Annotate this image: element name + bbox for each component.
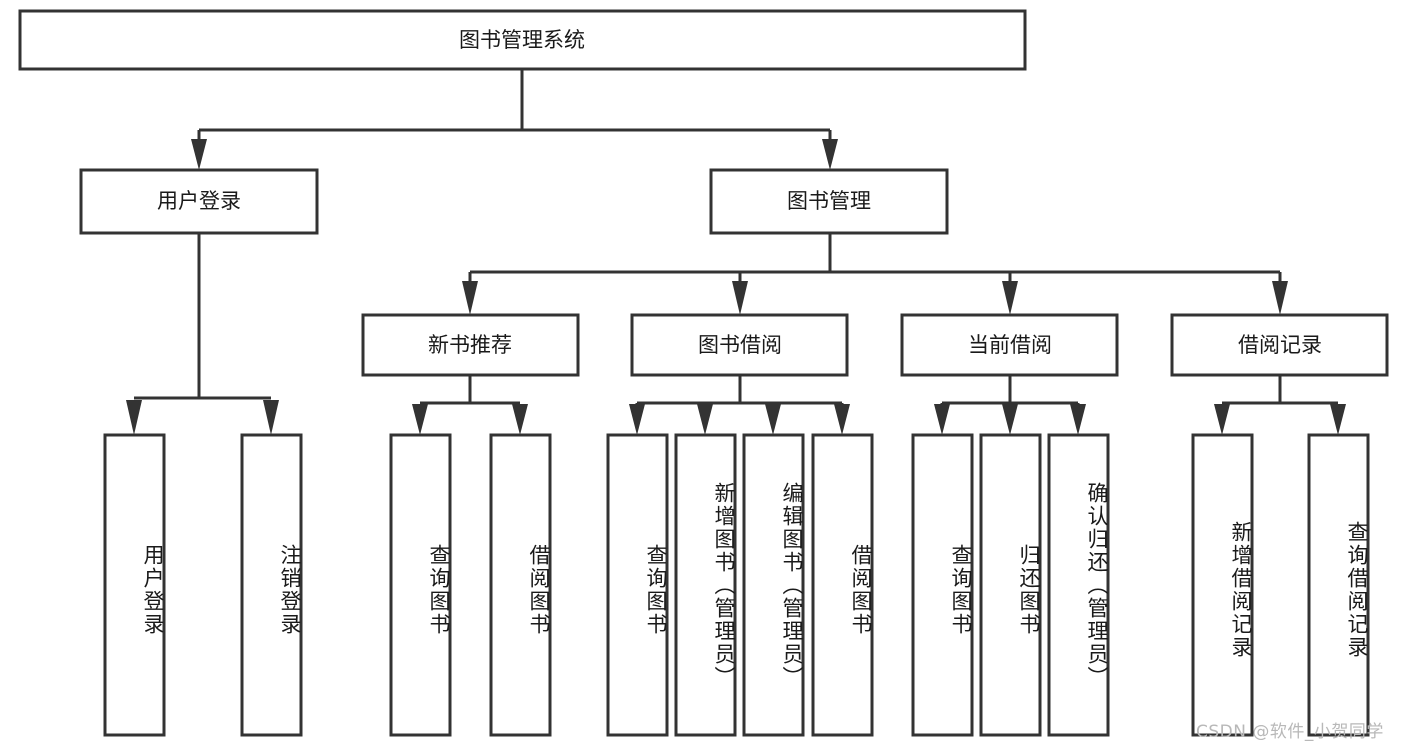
connector-current-borrow-to-leaves bbox=[934, 375, 1086, 435]
connector-root-to-level2 bbox=[191, 69, 838, 170]
arrow-head-icon bbox=[1214, 404, 1230, 435]
leaf-box[interactable] bbox=[911, 433, 974, 737]
leaf-box[interactable] bbox=[674, 433, 737, 737]
connector-book-mgmt-to-level3 bbox=[462, 233, 1288, 315]
arrow-head-icon bbox=[1002, 404, 1018, 435]
leaf-boxes-borrow-record bbox=[1191, 433, 1370, 737]
leaf-boxes-current-borrow bbox=[911, 433, 1110, 737]
connector-user-login-to-leaves bbox=[126, 233, 279, 435]
leaf-box[interactable] bbox=[240, 433, 303, 737]
node-root-label: 图书管理系统 bbox=[459, 28, 585, 52]
leaf-boxes-user-login bbox=[103, 433, 303, 737]
leaf-box[interactable] bbox=[742, 433, 805, 737]
leaf-box[interactable] bbox=[606, 433, 669, 737]
arrow-head-icon bbox=[834, 404, 850, 435]
arrow-head-icon bbox=[512, 404, 528, 435]
leaf-box[interactable] bbox=[103, 433, 166, 737]
arrow-head-icon bbox=[1330, 404, 1346, 435]
node-new-book-recommend-label: 新书推荐 bbox=[428, 333, 512, 357]
connector-borrow-record-to-leaves bbox=[1214, 375, 1346, 435]
arrow-head-icon bbox=[765, 404, 781, 435]
node-book-borrow-label: 图书借阅 bbox=[698, 333, 782, 357]
leaf-box[interactable] bbox=[489, 433, 552, 737]
node-user-login-label: 用户登录 bbox=[157, 189, 241, 213]
leaf-box[interactable] bbox=[1047, 433, 1110, 737]
node-borrow-record[interactable]: 借阅记录 bbox=[1170, 313, 1389, 377]
node-user-login[interactable]: 用户登录 bbox=[79, 168, 319, 235]
node-book-management-label: 图书管理 bbox=[787, 189, 871, 213]
arrow-head-icon bbox=[697, 404, 713, 435]
leaf-box[interactable] bbox=[811, 433, 874, 737]
arrow-head-icon bbox=[732, 281, 748, 315]
connector-book-borrow-to-leaves bbox=[629, 375, 850, 435]
leaf-boxes-book-borrow bbox=[606, 433, 874, 737]
arrow-head-icon bbox=[1070, 404, 1086, 435]
arrow-head-icon bbox=[263, 400, 279, 435]
node-book-management[interactable]: 图书管理 bbox=[709, 168, 949, 235]
node-current-borrow-label: 当前借阅 bbox=[968, 333, 1052, 357]
arrow-head-icon bbox=[1002, 281, 1018, 315]
leaf-boxes-new-book-recommend bbox=[389, 433, 552, 737]
node-new-book-recommend[interactable]: 新书推荐 bbox=[361, 313, 580, 377]
leaf-box[interactable] bbox=[1307, 433, 1370, 737]
connector-new-book-to-leaves bbox=[412, 375, 528, 435]
arrow-head-icon bbox=[126, 400, 142, 435]
node-current-borrow[interactable]: 当前借阅 bbox=[900, 313, 1119, 377]
node-borrow-record-label: 借阅记录 bbox=[1238, 333, 1322, 357]
arrow-head-icon bbox=[191, 139, 207, 170]
arrow-head-icon bbox=[1272, 281, 1288, 315]
arrow-head-icon bbox=[822, 139, 838, 170]
leaf-box[interactable] bbox=[389, 433, 452, 737]
leaf-box[interactable] bbox=[1191, 433, 1254, 737]
arrow-head-icon bbox=[934, 404, 950, 435]
node-book-borrow[interactable]: 图书借阅 bbox=[630, 313, 849, 377]
arrow-head-icon bbox=[412, 404, 428, 435]
arrow-head-icon bbox=[462, 281, 478, 315]
watermark-text: CSDN @软件_小贺同学 bbox=[1196, 722, 1384, 742]
arrow-head-icon bbox=[629, 404, 645, 435]
node-root-system[interactable]: 图书管理系统 bbox=[18, 9, 1027, 71]
leaf-box[interactable] bbox=[979, 433, 1042, 737]
